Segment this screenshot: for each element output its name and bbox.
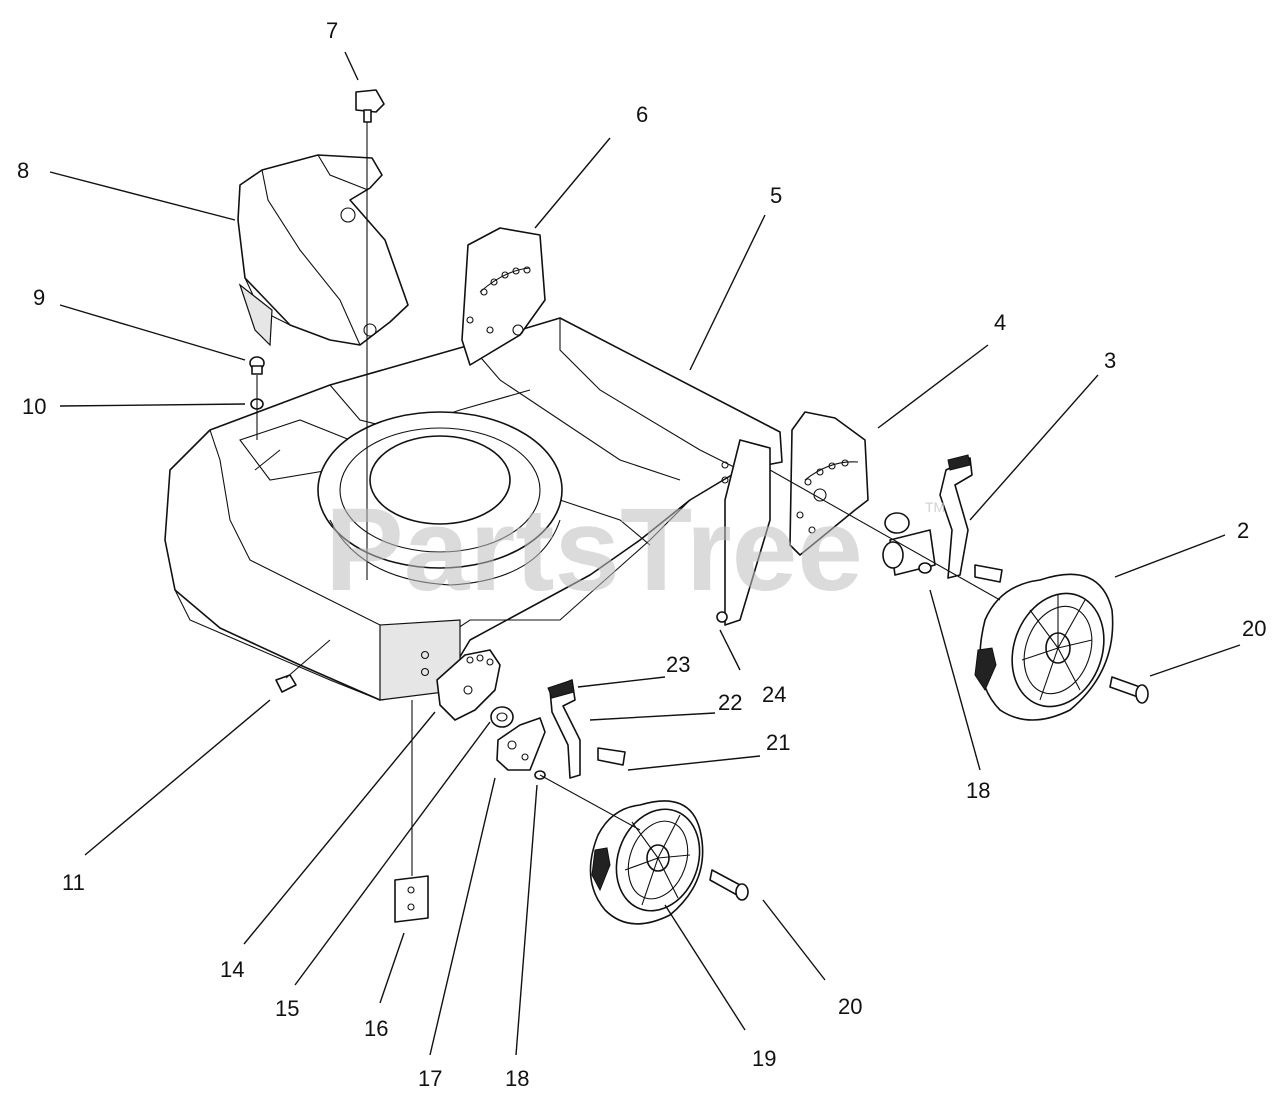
nut-11: [275, 674, 297, 693]
leader-lines: [49, 51, 1241, 1056]
wheel-right: [974, 573, 1114, 721]
chute-bolt: [355, 89, 385, 123]
callout-11: 11: [62, 870, 85, 895]
side-plate-right: [716, 439, 771, 626]
assembly-lines: [256, 122, 1001, 876]
callout-20-left: 20: [838, 994, 862, 1019]
callout-23: 23: [666, 652, 690, 677]
callout-17: 17: [418, 1066, 442, 1091]
height-adjuster-front: [436, 649, 501, 721]
axle-spacer-front: [490, 706, 514, 728]
callout-19: 19: [752, 1046, 776, 1071]
callout-20-right: 20: [1242, 616, 1266, 641]
callout-18-right: 18: [966, 778, 990, 803]
callout-9: 9: [33, 285, 45, 310]
callout-10: 10: [22, 394, 46, 419]
wheel-bolt-front: [709, 869, 749, 901]
callout-2: 2: [1237, 518, 1249, 543]
callout-15: 15: [275, 996, 299, 1021]
callout-8: 8: [17, 158, 29, 183]
height-lever-right: [939, 454, 973, 579]
callout-7: 7: [326, 18, 338, 43]
nut-9: [249, 356, 265, 375]
callout-14: 14: [220, 957, 244, 982]
callout-4: 4: [994, 310, 1006, 335]
callout-18-left: 18: [505, 1066, 529, 1091]
callout-6: 6: [636, 102, 648, 127]
height-adjuster-right: [789, 411, 869, 556]
callout-24: 24: [762, 682, 786, 707]
axle-spacer-right: [882, 512, 1003, 583]
watermark: PartsTree: [325, 484, 863, 616]
callout-21: 21: [766, 730, 790, 755]
callout-labels: 7 8 6 5 9 10 4 3 2 20 18 24 23 22 21 11 …: [17, 18, 1266, 1091]
discharge-chute: [237, 154, 409, 347]
callout-16: 16: [364, 1016, 388, 1041]
wheel-bolt-right: [1109, 676, 1149, 704]
callout-3: 3: [1104, 348, 1116, 373]
height-lever-front: [547, 679, 626, 779]
watermark-trademark: TM: [925, 499, 945, 515]
callout-5: 5: [770, 183, 782, 208]
callout-22: 22: [718, 690, 742, 715]
height-adjuster-rear: [461, 227, 546, 366]
wheel-front: [589, 800, 704, 925]
plate-16: [394, 875, 429, 923]
